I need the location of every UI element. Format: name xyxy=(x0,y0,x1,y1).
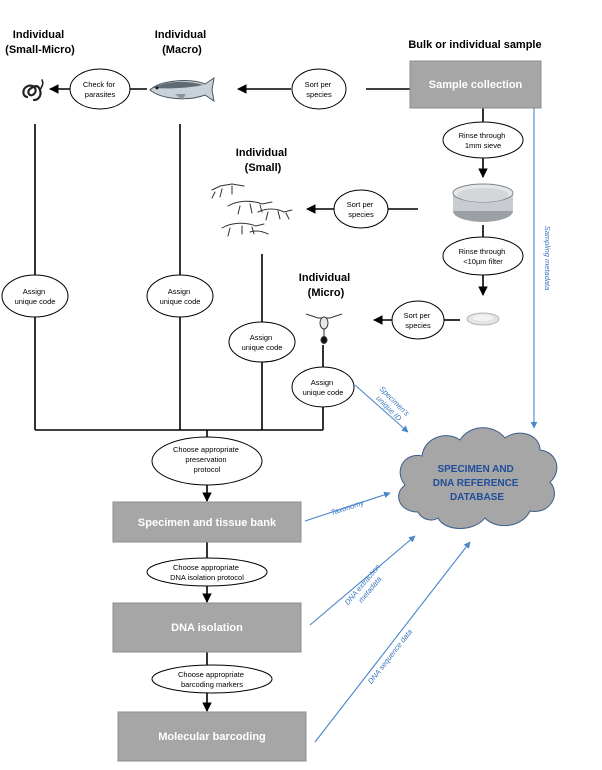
dna-protocol-oval: Choose appropriate DNA isolation protoco… xyxy=(146,557,268,587)
svg-text:Choose appropriate barco: Choose appropriate barcoding markers xyxy=(178,670,246,689)
taxonomy-label: Taxonomy xyxy=(330,498,367,518)
barcoding-markers-oval: Choose appropriate barcoding markers xyxy=(151,664,273,694)
sample-collection-box: Sample collection xyxy=(409,60,542,109)
svg-text:Molecular barcoding: Molecular barcoding xyxy=(158,731,266,743)
heading-small: Individual (Small) xyxy=(236,147,290,174)
svg-text:SPECIMEN AND DNA REFEREN: SPECIMEN AND DNA REFERENCE DATABASE xyxy=(433,464,522,503)
heading-micro: Individual (Micro) xyxy=(299,272,353,299)
rinse-sieve-oval: Rinse through 1mm sieve xyxy=(442,121,524,159)
svg-text:Choose appropriate prese: Choose appropriate preservation protocol xyxy=(173,445,241,474)
heading-macro: Individual (Macro) xyxy=(155,29,209,56)
svg-text:Assign unique code: Assign unique code xyxy=(303,378,344,397)
molecular-barcoding-box: Molecular barcoding xyxy=(117,711,307,762)
dna-isolation-box: DNA isolation xyxy=(112,602,302,653)
assign-code-oval-3: Assign unique code xyxy=(228,321,296,363)
worm-icon xyxy=(22,79,44,102)
svg-text:Assign unique code: Assign unique code xyxy=(160,287,201,306)
metadata-lines xyxy=(304,108,538,743)
sort-species-small-oval: Sort per species xyxy=(333,189,389,229)
svg-text:Sort per species: Sort per species xyxy=(347,200,376,219)
assign-code-oval-1: Assign unique code xyxy=(1,274,69,318)
svg-text:Choose appropriate DNA i: Choose appropriate DNA isolation protoco… xyxy=(170,563,244,582)
sampling-metadata-label: Sampling metadata xyxy=(543,226,552,291)
reference-database-cloud: SPECIMEN AND DNA REFERENCE DATABASE xyxy=(398,427,558,529)
svg-text:Rinse through <10µm filt: Rinse through <10µm filter xyxy=(459,247,508,266)
filter-disc-icon xyxy=(466,312,500,326)
svg-text:Rinse through 1mm sieve: Rinse through 1mm sieve xyxy=(459,131,508,150)
specimen-bank-box: Specimen and tissue bank xyxy=(112,501,302,543)
sieve-icon xyxy=(452,183,514,222)
dna-sequence-label: DNA sequence data xyxy=(366,627,414,685)
svg-text:Sort per species: Sort per species xyxy=(305,80,334,99)
svg-text:Check for parasites: Check for parasites xyxy=(83,80,117,99)
copepod-icon xyxy=(305,313,343,344)
heading-small-micro: Individual (Small-Micro) xyxy=(5,29,75,56)
small-crustaceans-icon xyxy=(211,183,293,237)
svg-text:DNA isolation: DNA isolation xyxy=(171,622,243,634)
sort-species-top-oval: Sort per species xyxy=(291,68,347,110)
assign-code-oval-4: Assign unique code xyxy=(291,366,355,408)
sort-species-micro-oval: Sort per species xyxy=(391,300,445,340)
rinse-filter-oval: Rinse through <10µm filter xyxy=(442,236,524,276)
svg-text:Sample collection: Sample collection xyxy=(429,79,523,91)
salmon-icon xyxy=(149,76,215,103)
check-parasites-oval: Check for parasites xyxy=(69,68,131,110)
svg-text:Specimen and tissue bank: Specimen and tissue bank xyxy=(138,517,277,529)
svg-text:Assign unique code: Assign unique code xyxy=(242,333,283,352)
assign-code-oval-2: Assign unique code xyxy=(146,274,214,318)
preservation-protocol-oval: Choose appropriate preservation protocol xyxy=(151,436,263,486)
dna-extraction-label: DNA extraction metadata xyxy=(343,561,390,613)
heading-bulk: Bulk or individual sample xyxy=(408,39,541,51)
svg-text:Sort per species: Sort per species xyxy=(404,311,433,330)
svg-text:Assign unique code: Assign unique code xyxy=(15,287,56,306)
